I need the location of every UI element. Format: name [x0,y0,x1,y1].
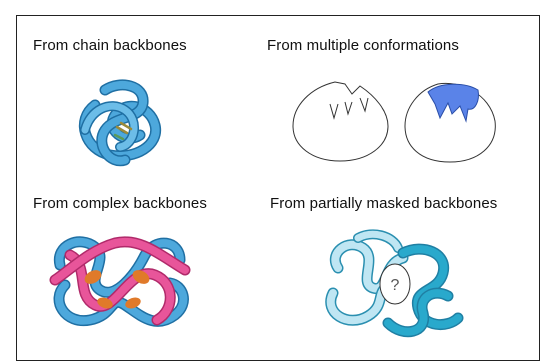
binding-pocket-icon [290,76,530,166]
masked-protein-icon: ? [318,228,468,343]
mask-question-mark: ? [391,277,400,294]
multiple-conformations-label: From multiple conformations [267,37,459,54]
complex-backbones-label: From complex backbones [33,195,207,212]
protein-complex-icon [45,225,195,340]
chain-backbones-label: From chain backbones [33,37,187,54]
protein-backbone-icon [65,75,175,175]
partially-masked-backbones-label: From partially masked backbones [270,195,497,212]
